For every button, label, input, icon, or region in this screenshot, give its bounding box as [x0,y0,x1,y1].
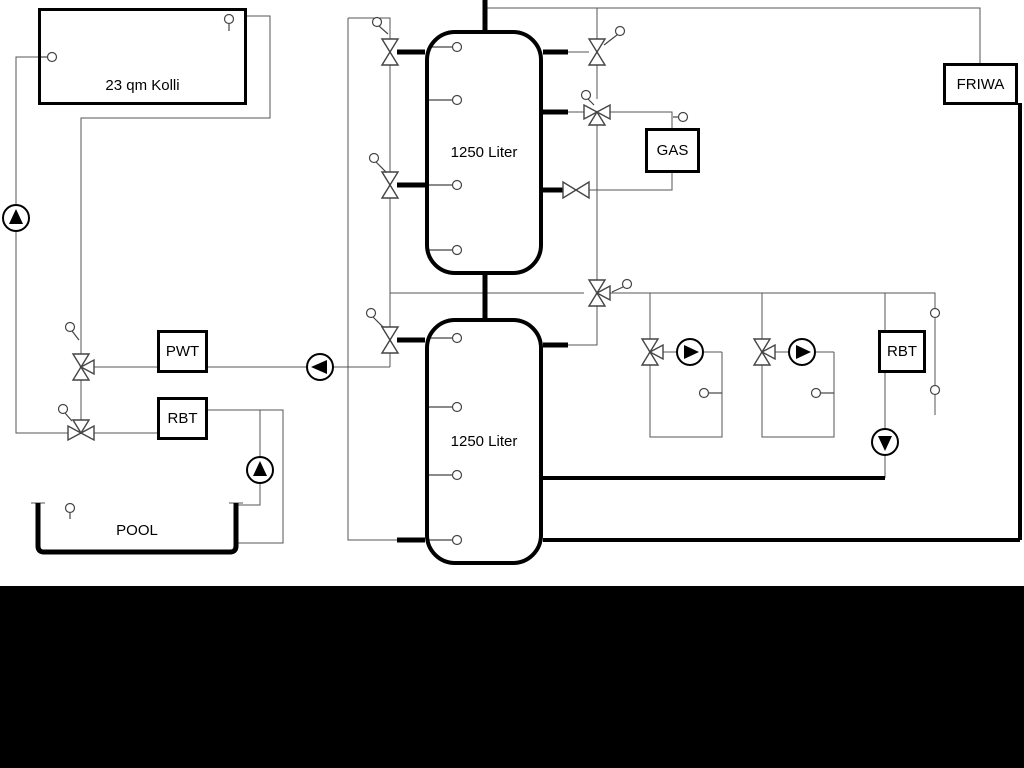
thick-pipes [397,0,1022,543]
pipe-network [15,7,981,544]
heating-pump-2-icon [788,338,816,366]
collector-label: 23 qm Kolli [105,77,180,94]
heating-circuit-pipes [568,292,936,478]
buffer-tank-lower-label: 1250 Liter [450,433,518,450]
pool-circuit-pipes [31,409,284,544]
tank-main-pipes [397,0,568,543]
three-way-valve-icon [71,353,95,381]
solar-pump-icon [2,204,30,232]
three-way-valve-icon [752,338,776,366]
pwt-circuit-pipes [208,17,584,541]
sensor-icon [580,89,595,106]
sensor-icon [429,179,463,191]
buffer-tank-upper-label: 1250 Liter [450,144,518,161]
pool-label: POOL [87,518,187,542]
rbt-right-box: RBT [878,330,926,373]
pwt-label: PWT [165,343,200,360]
sensor-icon [223,13,235,31]
sensor-icon [611,278,633,293]
sensor-icon [57,403,73,422]
sensor-icon [368,152,387,173]
buffer-tank-upper: 1250 Liter [425,30,543,275]
collector-panel: 23 qm Kolli [38,8,247,105]
rbt-right-label: RBT [887,343,917,360]
pumps [2,204,899,484]
three-way-valve-icon [640,338,664,366]
collector-circuit-pipes [15,15,271,434]
valves [67,38,776,442]
gas-boiler-box: GAS [645,128,700,173]
valve-icon [562,180,590,200]
sensor-icon [698,387,722,399]
three-way-valve-icon [583,103,611,126]
friwa-label: FRIWA [956,75,1005,93]
pwt-heat-exchanger-box: PWT [157,330,208,373]
valve-icon [380,38,400,66]
sensor-icon [429,469,463,481]
sensor-icon [929,307,941,319]
sensor-icon [603,25,626,46]
boiler-circuit-pipes [485,7,981,280]
valve-icon [380,326,400,354]
valve-icon [380,171,400,199]
rbt-left-label: RBT [167,410,198,427]
sensor-icon [64,321,80,341]
sensor-icon [64,502,76,519]
schematic-canvas [2,0,1022,555]
pool-basin [35,503,239,555]
sensor-icon [365,307,384,328]
sensor-icon [371,16,389,35]
friwa-station-box: FRIWA [943,63,1018,105]
gas-label: GAS [656,142,689,159]
pool-label-text: POOL [116,521,158,539]
three-way-valve-icon [67,419,95,442]
valve-icon [587,38,607,66]
sensor-icon [429,401,463,413]
heating-pump-1-icon [676,338,704,366]
return-pipes [543,103,1022,542]
sensor-icon [429,94,463,106]
sensor-icon [810,387,834,399]
three-way-valve-icon [587,279,611,307]
buffer-tank-lower: 1250 Liter [425,318,543,565]
letterbox-bottom [0,586,1024,768]
pool-pump-icon [246,456,274,484]
rbt-left-box: RBT [157,397,208,440]
sensor-icon [929,384,941,396]
rbt-pump-icon [871,428,899,456]
sensor-icon [673,111,689,123]
pwt-pump-icon [306,353,334,381]
